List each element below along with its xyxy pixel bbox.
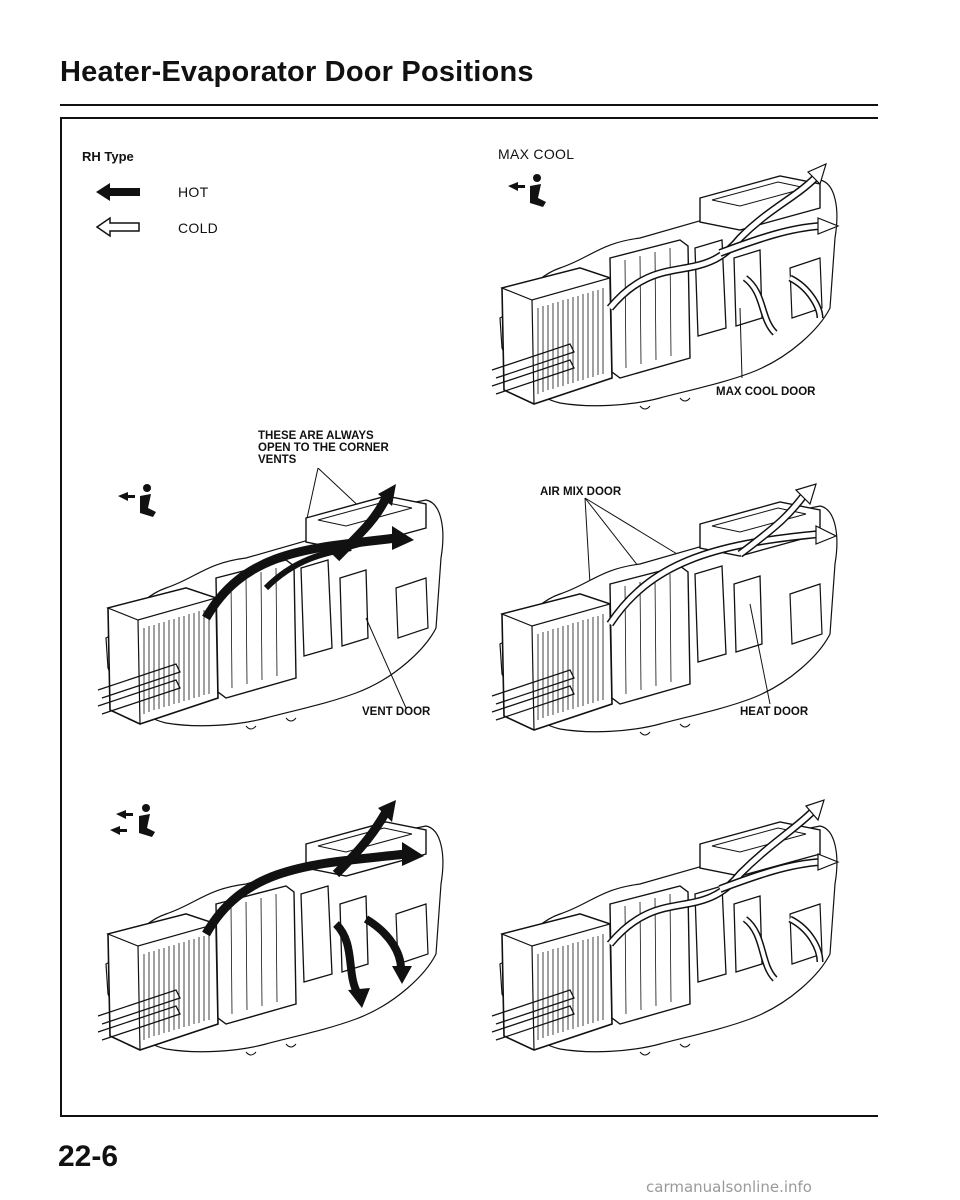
page-title: Heater-Evaporator Door Positions [60, 56, 534, 88]
legend-hot-label: HOT [178, 184, 209, 200]
bottom-frame-line [60, 1115, 878, 1117]
max-cool-door-label: MAX COOL DOOR [716, 386, 816, 398]
corner-vents-note-line: THESE ARE ALWAYS [258, 430, 374, 442]
vent-door-label: VENT DOOR [362, 706, 431, 718]
top-frame-line [60, 117, 878, 119]
air-mix-diagram [490, 474, 850, 744]
solid-arrow-left-icon [96, 181, 140, 203]
corner-vents-note-line: VENTS [258, 454, 297, 466]
legend-cold-label: COLD [178, 220, 219, 236]
title-rule [60, 104, 878, 106]
vent-diagram [96, 468, 456, 738]
max-cool-diagram [490, 158, 850, 418]
vent-mode-icon [118, 482, 162, 520]
max-cool-mode-label: MAX COOL [498, 146, 575, 162]
corner-vents-note: THESE ARE ALWAYS OPEN TO THE CORNER VENT… [258, 430, 389, 466]
outline-arrow-left-icon [96, 216, 140, 238]
air-mix-door-label: AIR MIX DOOR [540, 486, 622, 498]
page-number: 22-6 [58, 1140, 119, 1173]
corner-vents-note-line: OPEN TO THE CORNER [258, 442, 389, 454]
bi-level-diagram [96, 794, 456, 1064]
watermark: carmanualsonline.info [646, 1178, 812, 1196]
left-frame-line [60, 117, 62, 1117]
vent-mode-icon [508, 172, 552, 210]
bi-level-cold-diagram [490, 794, 850, 1064]
legend-type-label: RH Type [82, 149, 134, 164]
heat-door-label: HEAT DOOR [740, 706, 809, 718]
bi-level-mode-icon [110, 802, 162, 844]
